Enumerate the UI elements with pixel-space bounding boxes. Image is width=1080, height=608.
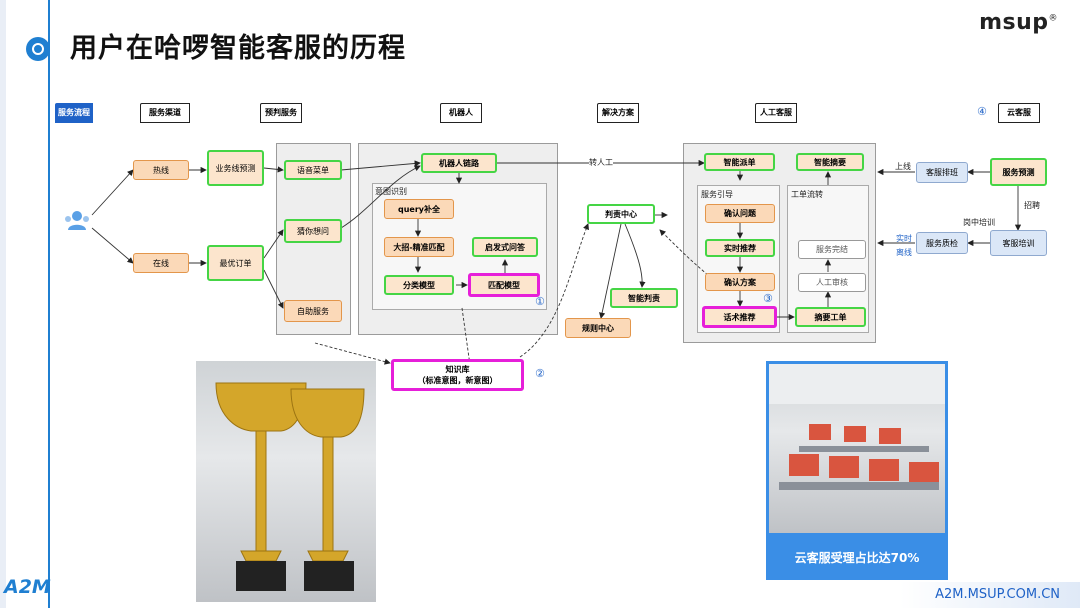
node-confirm-plan: 确认方案 (705, 273, 775, 291)
edge-label-transfer: 转人工 (589, 157, 613, 168)
node-match-model: 匹配模型 (468, 273, 540, 297)
lane-cloud: 云客服 (998, 103, 1040, 123)
edge-label-recruit: 招聘 (1024, 201, 1040, 210)
edge-label-realtime: 实时 (896, 234, 912, 243)
node-online: 在线 (133, 253, 189, 273)
edge-label-training: 岗中培训 (963, 218, 995, 227)
node-voice-menu: 语音菜单 (284, 160, 342, 180)
node-guess: 猜你想问 (284, 219, 342, 243)
node-knowledge-base: 知识库 （标准意图，新意图） (391, 359, 524, 391)
marker-2: ② (535, 367, 545, 380)
node-confirm-issue: 确认问题 (705, 204, 775, 223)
edge-label-online: 上线 (895, 162, 911, 171)
footer-url: A2M.MSUP.COM.CN (900, 582, 1080, 608)
node-manual-review: 人工审核 (798, 273, 866, 292)
node-hotline: 热线 (133, 160, 189, 180)
node-heuristic-qa: 启发式问答 (472, 237, 538, 257)
node-smart-dispatch: 智能派单 (704, 153, 775, 171)
lane-solution: 解决方案 (597, 103, 639, 123)
trophy-photo (196, 361, 376, 602)
node-classify-model: 分类模型 (384, 275, 454, 295)
lane-flow: 服务流程 (55, 103, 93, 123)
node-summary-ticket: 摘要工单 (795, 307, 866, 327)
node-smart-judge: 智能判责 (610, 288, 678, 308)
node-rule-center: 规则中心 (565, 318, 631, 338)
edge-label-offline: 离线 (896, 248, 912, 257)
node-big-match: 大招-精准匹配 (384, 237, 454, 257)
node-script-rec: 话术推荐 (702, 306, 777, 328)
node-service-predict: 服务预测 (990, 158, 1047, 186)
left-accent-line (48, 0, 50, 608)
node-cs-schedule: 客服排班 (916, 162, 968, 183)
knowledge-subtitle: （标准意图，新意图） (417, 376, 498, 385)
intent-group-label: 意图识别 (375, 187, 407, 196)
node-service-qc: 服务质检 (916, 232, 968, 254)
marker-1: ① (535, 295, 545, 308)
node-biz-predict: 业务线预测 (207, 150, 264, 186)
node-best-order: 最优订单 (207, 245, 264, 281)
node-smart-summary: 智能摘要 (796, 153, 864, 171)
lane-channel: 服务渠道 (140, 103, 190, 123)
lane-human: 人工客服 (755, 103, 797, 123)
marker-3: ③ (763, 292, 773, 305)
section-ring-icon (26, 37, 50, 61)
cloud-caption: 云客服受理占比达70% (766, 536, 948, 580)
cloud-number: ④ (977, 105, 987, 118)
node-judge-center: 判责中心 (587, 204, 655, 224)
lane-robot: 机器人 (440, 103, 482, 123)
ticket-flow-label: 工单流转 (791, 190, 823, 199)
node-realtime-rec: 实时推荐 (705, 239, 775, 257)
service-guide-label: 服务引导 (701, 190, 733, 199)
user-group-icon (65, 211, 89, 230)
node-self-service: 自助服务 (284, 300, 342, 322)
node-cs-training: 客服培训 (990, 230, 1047, 256)
page-title: 用户在哈啰智能客服的历程 (70, 33, 406, 64)
node-robot-link: 机器人链路 (421, 153, 497, 173)
node-service-done: 服务完结 (798, 240, 866, 259)
call-center-photo (766, 361, 948, 536)
lane-predict: 预判服务 (260, 103, 302, 123)
a2m-logo: A2M (4, 576, 51, 598)
left-edge-bar (0, 0, 6, 608)
node-query-fill: query补全 (384, 199, 454, 219)
trophy-icon (215, 382, 365, 591)
knowledge-title: 知识库 (445, 365, 470, 374)
msup-logo: msup® (979, 10, 1058, 35)
